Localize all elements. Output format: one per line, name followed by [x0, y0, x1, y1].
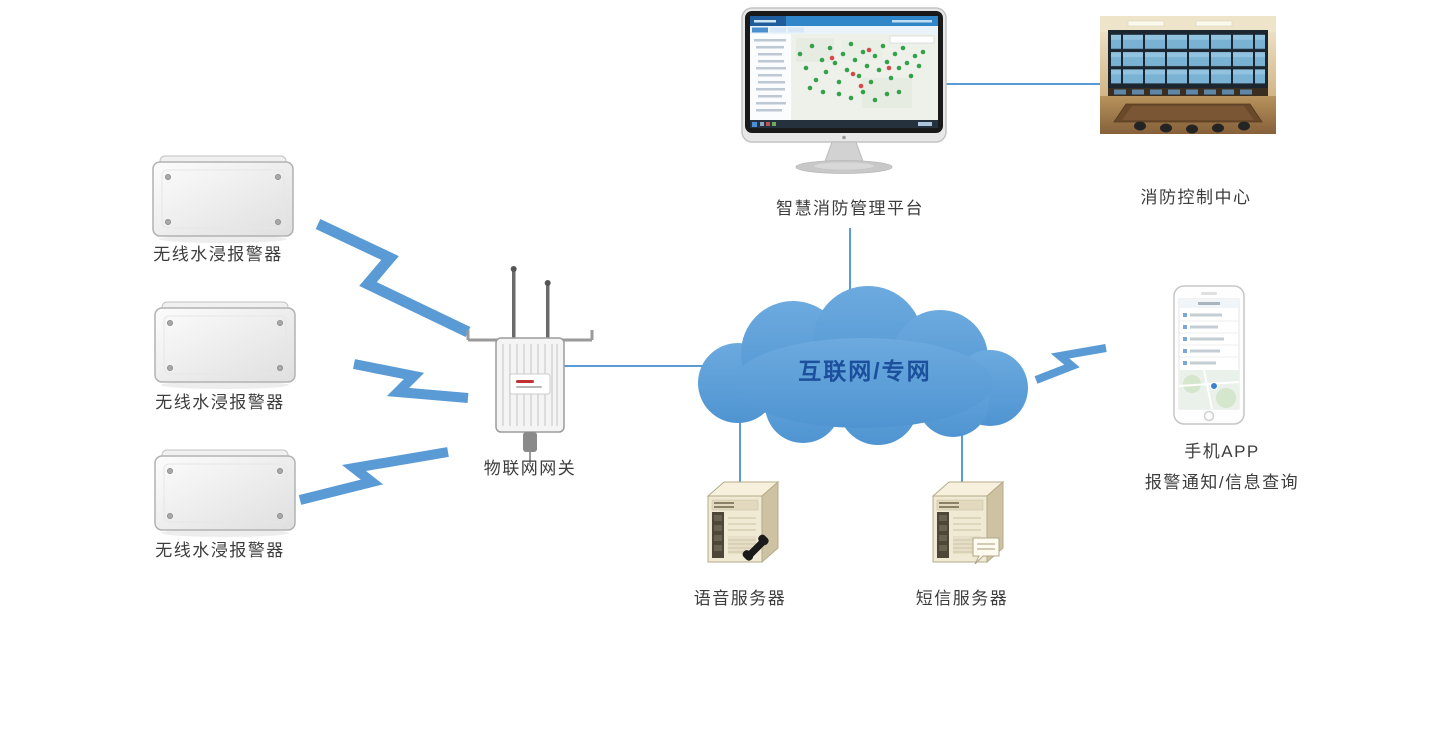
iot-gateway: [466, 266, 594, 464]
gateway-body: [495, 337, 565, 433]
monitor-screen: [750, 16, 938, 128]
phone-screen: [1178, 298, 1240, 410]
gateway-antenna-left: [510, 266, 517, 340]
screen-toolbar: [750, 26, 938, 34]
wireless-bolt-sensor1: [315, 219, 471, 337]
wireless-bolts: [298, 219, 1107, 505]
control-center-room: [1100, 88, 1276, 134]
wireless-bolt-sensor2: [353, 359, 469, 403]
mobile-phone: [1173, 285, 1245, 425]
mobile-app-label-line1: 手机APP: [1184, 442, 1260, 461]
platform-label: 智慧消防管理平台: [776, 199, 924, 218]
control-center-ceiling: [1100, 16, 1276, 32]
screen-map-area: [792, 34, 938, 120]
map-alarm-dots: [829, 47, 892, 89]
water-sensor-2: [154, 301, 296, 390]
voice-server-label: 语音服务器: [693, 589, 787, 608]
wireless-bolt-sensor3: [298, 447, 449, 505]
connector-lines: [564, 83, 1100, 486]
voice-server: [706, 480, 780, 564]
sms-message-icon: [972, 537, 1000, 565]
phone-home-button: [1203, 410, 1215, 422]
screen-sidebar-tree: [750, 34, 793, 120]
water-sensor-1: [152, 155, 294, 244]
sensor-label-3: 无线水浸报警器: [155, 541, 285, 560]
water-sensor-3: [154, 449, 296, 538]
wireless-bolt-cloud-phone: [1034, 344, 1107, 384]
control-center-label: 消防控制中心: [1140, 188, 1252, 207]
gateway-bottom-connector: [523, 432, 537, 464]
monitor-camera-dot: [842, 135, 846, 140]
sms-server: [931, 480, 1005, 565]
control-center-photo: [1100, 16, 1276, 134]
gateway-antenna-right: [544, 280, 551, 340]
mobile-app-label-line2: 报警通知/信息查询: [1144, 473, 1300, 492]
screen-taskbar: [750, 120, 938, 128]
sensor-label-1: 无线水浸报警器: [153, 245, 283, 264]
phone-map-area: [1178, 369, 1240, 410]
management-platform-monitor: [741, 7, 947, 174]
sensor-label-2: 无线水浸报警器: [155, 393, 285, 412]
phone-speaker: [1201, 292, 1217, 295]
map-device-dots: [797, 41, 926, 103]
sms-server-label: 短信服务器: [915, 589, 1009, 608]
cloud-label: 互联网/专网: [798, 358, 932, 384]
chairs: [1134, 121, 1250, 134]
phone-list-rows: [1179, 313, 1239, 365]
screen-header-bar: [750, 16, 938, 26]
telephone-handset-icon: [742, 534, 769, 561]
internet-cloud: [698, 286, 1028, 445]
mobile-app-label: 手机APP 报警通知/信息查询: [1102, 436, 1342, 498]
control-center-video-wall: [1108, 30, 1268, 88]
gateway-label: 物联网网关: [483, 459, 577, 478]
gateway-brand-mark: [516, 380, 534, 383]
map-pin: [1210, 382, 1218, 390]
